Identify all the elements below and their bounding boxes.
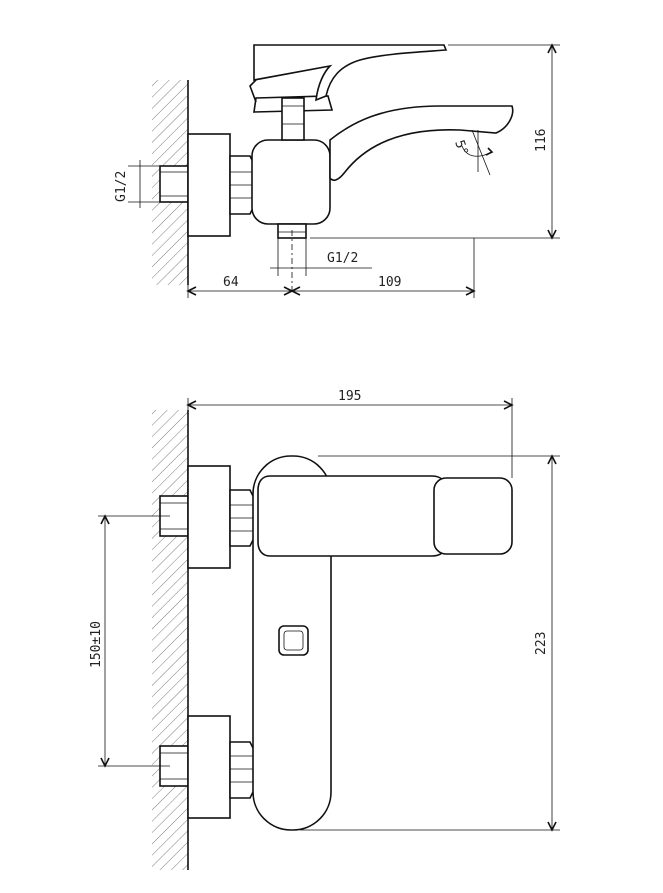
front-spout-end: [433, 477, 513, 555]
angle-label: 5°: [451, 138, 470, 158]
front-lever: [257, 475, 447, 557]
escutcheon-lower: [187, 715, 231, 819]
dim-height-front-label: 223: [534, 632, 549, 655]
wall-hatch-bottom: [152, 410, 188, 870]
dim-spout-label: 109: [378, 275, 401, 290]
dim-height-side-label: 116: [534, 129, 549, 152]
spout: [329, 105, 514, 182]
wall-connector: [159, 165, 189, 203]
front-view: 195 223 150±10: [89, 389, 560, 870]
thread-label-left: G1/2: [114, 171, 129, 202]
thread-label-bottom: G1/2: [327, 251, 358, 266]
dim-centers-label: 150±10: [89, 621, 104, 668]
escutcheon-upper: [187, 465, 231, 569]
stem: [281, 97, 305, 141]
escutcheon-flange: [187, 133, 231, 237]
diverter-button: [278, 625, 309, 656]
hex-nut-lower: [229, 741, 256, 799]
mixer-body: [251, 139, 331, 225]
lever-handle: [253, 44, 448, 102]
dim-wall-label: 64: [223, 275, 239, 290]
dim-width-label: 195: [338, 389, 361, 404]
side-view: G1/2 G1/2 64 109 116 5°: [114, 43, 560, 298]
